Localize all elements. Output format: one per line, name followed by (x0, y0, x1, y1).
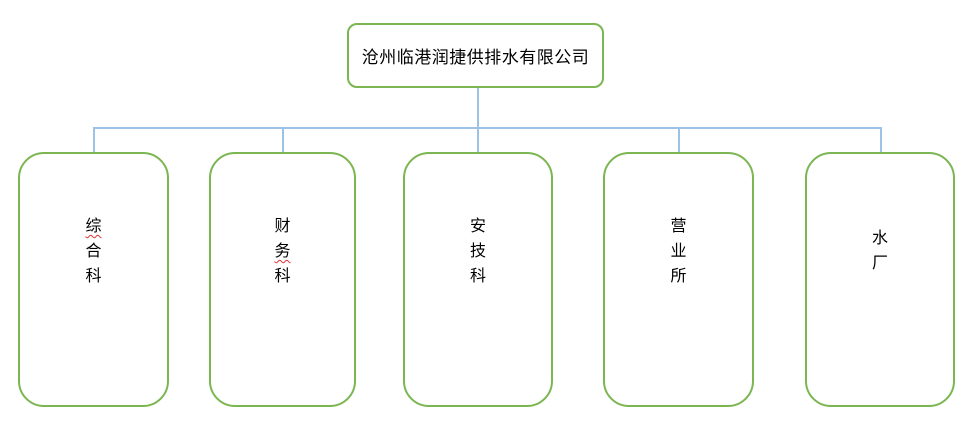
connector-drop-3 (477, 128, 479, 153)
connector-root-vertical (477, 88, 479, 128)
dept-char: 综 (85, 218, 102, 235)
dept-box-4: 营 业 所 (603, 152, 754, 407)
dept-char: 科 (274, 268, 291, 285)
org-root-box: 沧州临港润捷供排水有限公司 (347, 23, 604, 88)
dept-char: 业 (670, 243, 687, 260)
connector-horizontal (93, 127, 882, 129)
dept-char: 合 (85, 243, 102, 260)
dept-char: 科 (85, 268, 102, 285)
org-root-label: 沧州临港润捷供排水有限公司 (361, 48, 590, 67)
dept-char: 财 (274, 218, 291, 235)
dept-char: 水 (871, 230, 888, 247)
dept-char: 营 (670, 218, 687, 235)
dept-char: 厂 (871, 255, 888, 272)
dept-char: 务 (274, 243, 291, 260)
dept-label-2: 财 务 科 (211, 154, 354, 289)
connector-drop-5 (880, 128, 882, 153)
dept-label-4: 营 业 所 (605, 154, 752, 289)
connector-drop-4 (678, 128, 680, 153)
dept-box-5: 水 厂 (805, 152, 955, 407)
dept-char: 科 (469, 268, 486, 285)
dept-label-5: 水 厂 (807, 154, 953, 276)
dept-box-3: 安 技 科 (403, 152, 553, 407)
connector-drop-2 (282, 128, 284, 153)
dept-box-2: 财 务 科 (209, 152, 356, 407)
dept-box-1: 综 合 科 (18, 152, 169, 407)
connector-drop-1 (93, 128, 95, 153)
dept-label-3: 安 技 科 (405, 154, 551, 289)
dept-char: 安 (469, 218, 486, 235)
dept-label-1: 综 合 科 (20, 154, 167, 289)
dept-char: 所 (670, 268, 687, 285)
dept-char: 技 (469, 243, 486, 260)
